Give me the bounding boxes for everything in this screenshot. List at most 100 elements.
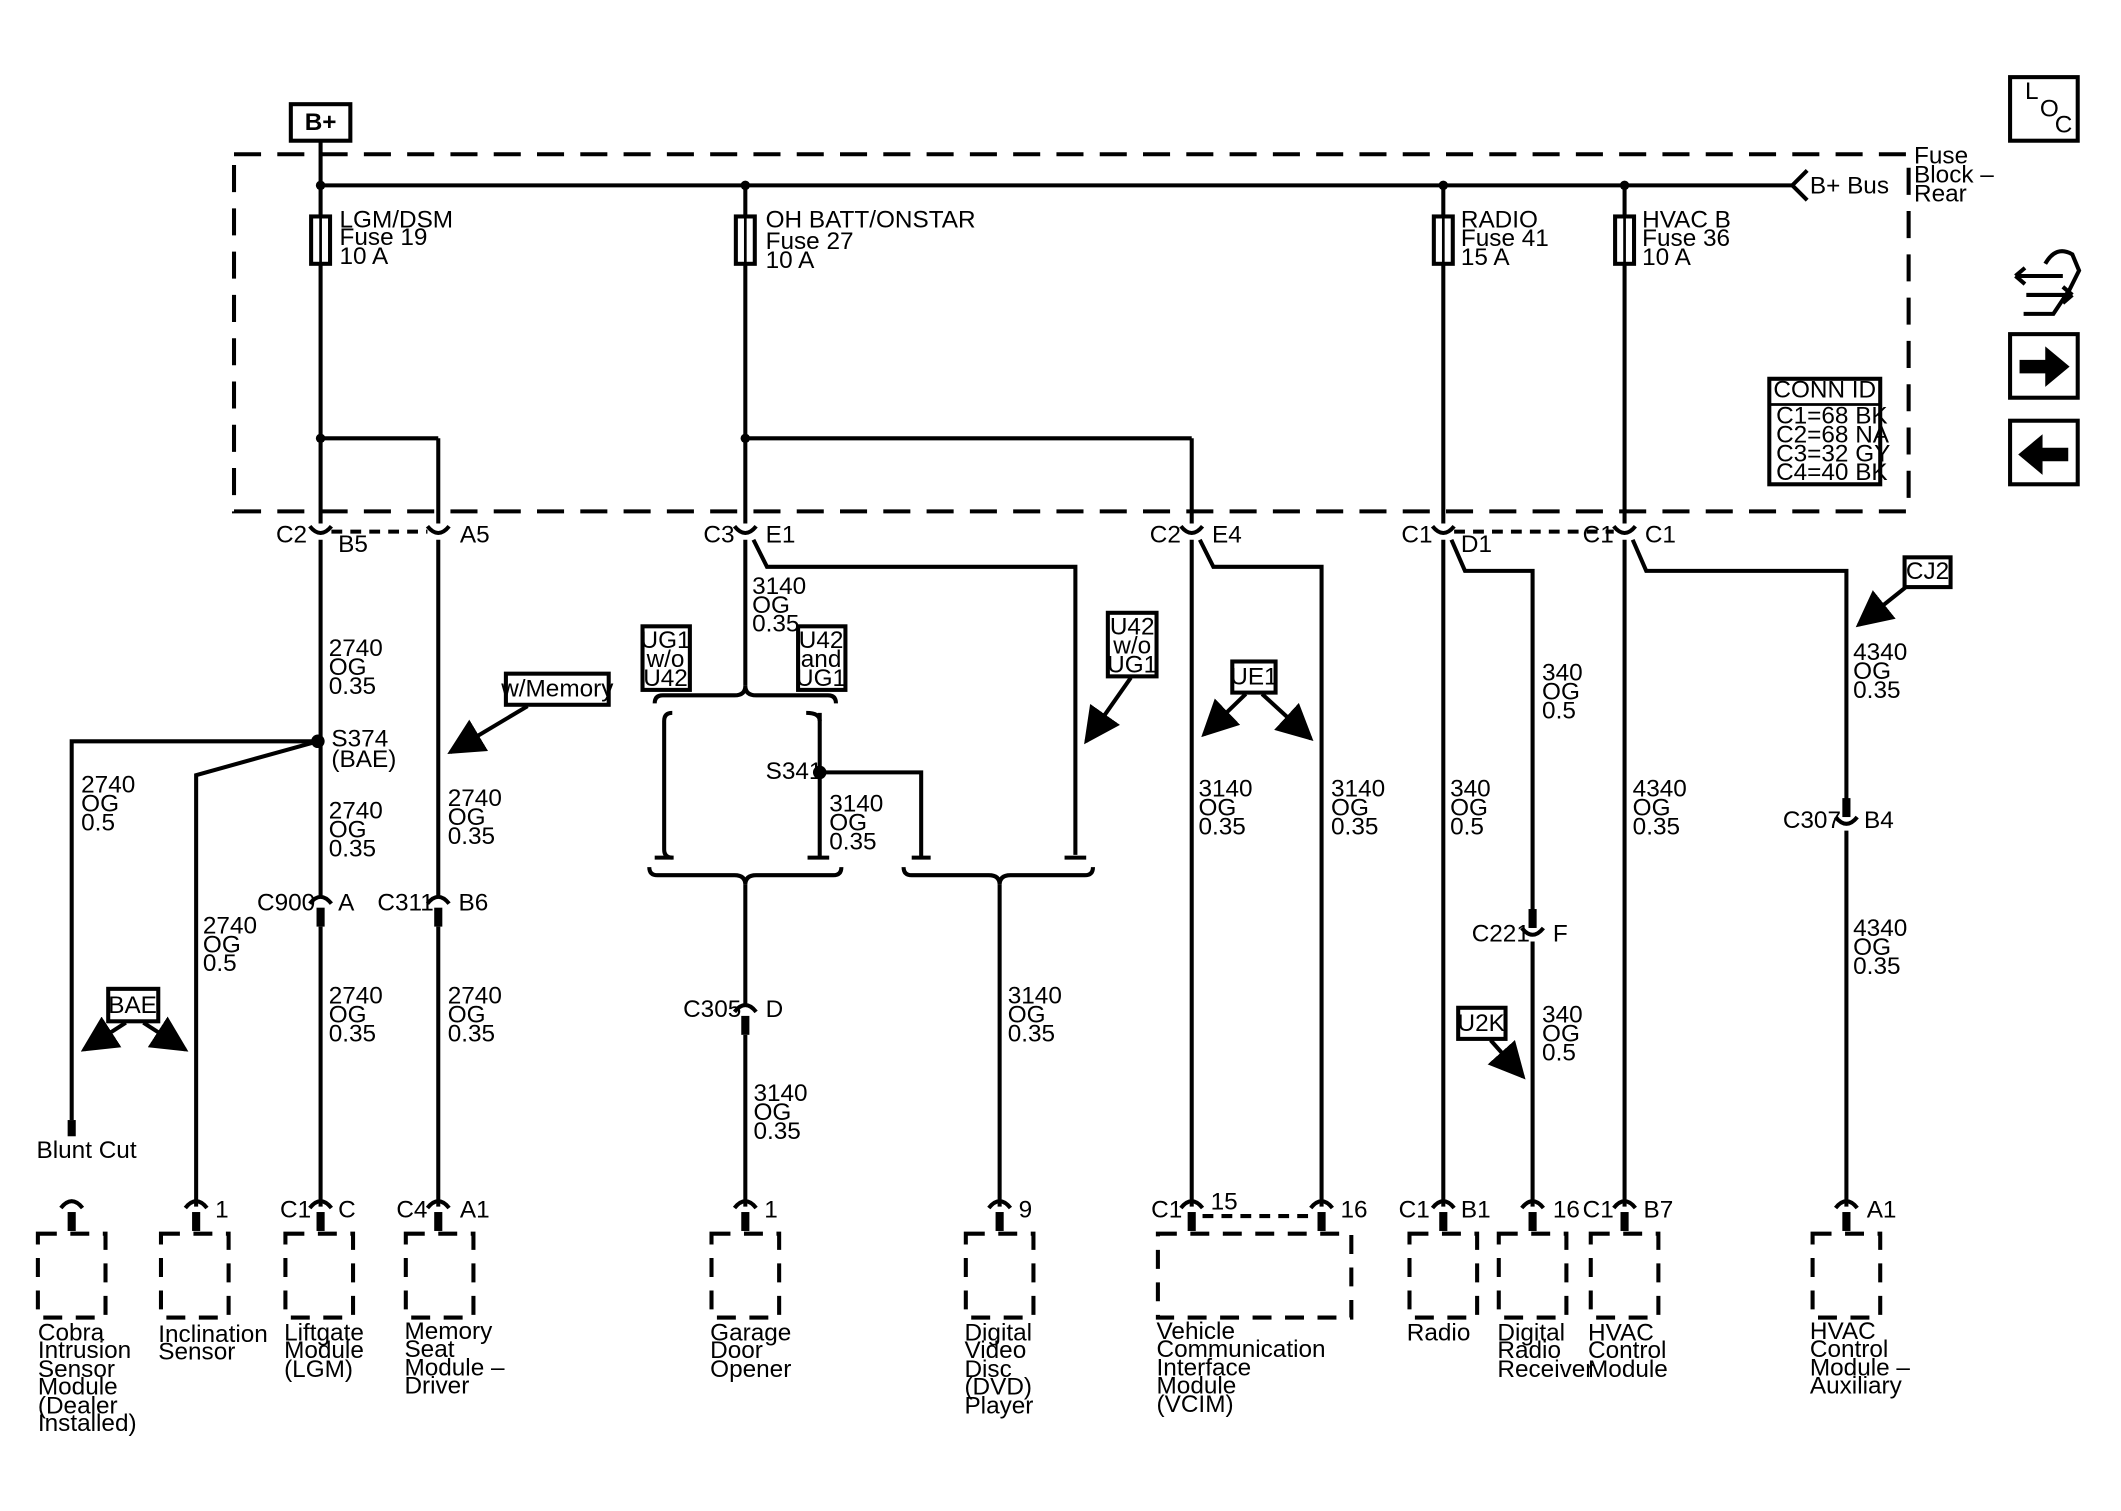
svg-text:C: C <box>338 1196 356 1223</box>
svg-text:16: 16 <box>1553 1196 1580 1223</box>
fuse-block-outline <box>231 152 1911 514</box>
svg-text:Module: Module <box>1157 1372 1237 1399</box>
svg-text:(LGM): (LGM) <box>284 1356 353 1383</box>
svg-text:BAE: BAE <box>108 992 157 1019</box>
svg-text:2740: 2740 <box>329 797 383 824</box>
hvac-control-module: C1 B7 HVAC Control Module <box>1583 1196 1674 1383</box>
svg-text:U42: U42 <box>643 665 688 692</box>
svg-text:OG: OG <box>829 810 867 837</box>
svg-text:0.35: 0.35 <box>1331 814 1378 841</box>
svg-text:3140: 3140 <box>753 1080 807 1107</box>
svg-text:S341: S341 <box>766 758 823 785</box>
svg-text:0.35: 0.35 <box>753 1118 800 1145</box>
svg-text:Radio: Radio <box>1497 1337 1561 1364</box>
svg-text:C221: C221 <box>1472 920 1530 947</box>
radio-module: C1 B1 Radio <box>1399 1196 1491 1346</box>
svg-text:3140: 3140 <box>1008 983 1062 1010</box>
option-u2k: U2K <box>1456 1005 1526 1080</box>
svg-text:0.5: 0.5 <box>81 810 115 837</box>
svg-text:OG: OG <box>1853 658 1891 685</box>
svg-text:B5: B5 <box>338 531 368 558</box>
svg-text:C2: C2 <box>276 521 307 548</box>
option-cj2: CJ2 <box>1855 555 1953 628</box>
svg-text:Liftgate: Liftgate <box>284 1320 364 1347</box>
svg-text:U42: U42 <box>1110 613 1155 640</box>
svg-text:OG: OG <box>1633 795 1671 822</box>
svg-text:OG: OG <box>1008 1002 1046 1029</box>
svg-text:UG1: UG1 <box>1107 651 1157 678</box>
conn-id-table: CONN ID C1=68 BK C2=68 NA C3=32 GY C4=40… <box>1767 377 1890 487</box>
svg-text:OG: OG <box>329 1002 367 1029</box>
svg-text:(BAE): (BAE) <box>331 746 396 773</box>
svg-text:340: 340 <box>1542 659 1583 686</box>
svg-text:Installed): Installed) <box>38 1410 137 1437</box>
svg-text:Digital: Digital <box>964 1320 1032 1347</box>
svg-text:U42: U42 <box>799 627 844 654</box>
vcim-module: C1 15 16 Vehicle Communication Interface… <box>1151 1188 1367 1418</box>
fuse-oh-batt-onstar: OH BATT/ONSTAR Fuse 27 10 A <box>733 185 976 274</box>
svg-text:0.5: 0.5 <box>1450 814 1484 841</box>
wrench-icon[interactable] <box>2014 249 2082 316</box>
svg-text:A: A <box>338 889 355 916</box>
branch-hvac: C1 C1 4340 OG 0.35 4340 OG 0.35 C307 B4 … <box>1583 263 1907 1207</box>
svg-text:Video: Video <box>964 1337 1026 1364</box>
svg-text:B4: B4 <box>1864 807 1894 834</box>
svg-text:OG: OG <box>329 816 367 843</box>
svg-text:3140: 3140 <box>829 791 883 818</box>
svg-text:16: 16 <box>1341 1196 1368 1223</box>
svg-text:Module: Module <box>284 1337 364 1364</box>
back-arrow-button[interactable] <box>2008 418 2080 487</box>
svg-text:and: and <box>801 646 842 673</box>
svg-text:B+: B+ <box>305 109 337 136</box>
svg-text:D: D <box>766 996 784 1023</box>
option-ue1: UE1 <box>1201 659 1314 742</box>
svg-text:OG: OG <box>1331 795 1369 822</box>
branch-radio: C1 D1 340 OG 0.5 340 OG 0.5 C221 F 340 O… <box>1401 263 1637 1207</box>
svg-text:C4=40 BK: C4=40 BK <box>1776 459 1888 486</box>
svg-text:OG: OG <box>1542 678 1580 705</box>
svg-text:C1: C1 <box>1401 521 1432 548</box>
branch-lgm-dsm: C2 B5 A5 2740 OG 0.35 S374 (BAE) Blunt C… <box>37 263 502 1207</box>
svg-text:B6: B6 <box>459 889 489 916</box>
svg-text:OG: OG <box>1450 795 1488 822</box>
svg-text:Player: Player <box>964 1393 1033 1420</box>
svg-text:0.35: 0.35 <box>1008 1021 1055 1048</box>
svg-text:C1: C1 <box>1583 521 1614 548</box>
svg-text:Cobra: Cobra <box>38 1320 105 1347</box>
svg-text:3140: 3140 <box>1198 776 1252 803</box>
svg-text:HVAC B: HVAC B <box>1642 206 1731 233</box>
hvac-control-module-auxiliary: A1 HVAC Control Module – Auxiliary <box>1810 1196 1911 1399</box>
svg-text:0.35: 0.35 <box>1633 814 1680 841</box>
svg-text:Control: Control <box>1588 1337 1666 1364</box>
svg-text:4340: 4340 <box>1853 915 1907 942</box>
svg-text:C311: C311 <box>377 889 433 916</box>
svg-text:OG: OG <box>203 931 241 958</box>
svg-text:0.35: 0.35 <box>329 673 376 700</box>
dvd-player: 9 Digital Video Disc (DVD) Player <box>963 1196 1036 1420</box>
svg-text:1: 1 <box>764 1196 778 1223</box>
svg-text:C3: C3 <box>703 521 734 548</box>
svg-text:2740: 2740 <box>329 983 383 1010</box>
svg-text:Opener: Opener <box>710 1356 791 1383</box>
loc-button[interactable]: L O C <box>2008 75 2080 143</box>
svg-text:(VCIM): (VCIM) <box>1157 1391 1234 1418</box>
svg-text:Sensor: Sensor <box>158 1338 235 1365</box>
svg-text:0.35: 0.35 <box>329 835 376 862</box>
svg-text:Module –: Module – <box>404 1355 505 1382</box>
cobra-intrusion-sensor-module: Cobra Intrusion Sensor Module (Dealer In… <box>35 1199 137 1437</box>
svg-text:C3=32 GY: C3=32 GY <box>1776 440 1890 467</box>
svg-text:OG: OG <box>1542 1021 1580 1048</box>
svg-text:C307: C307 <box>1783 807 1841 834</box>
svg-text:Sensor: Sensor <box>38 1356 115 1383</box>
svg-text:0.35: 0.35 <box>448 1021 495 1048</box>
svg-text:C305: C305 <box>683 996 741 1023</box>
svg-text:0.5: 0.5 <box>203 950 237 977</box>
svg-text:UG1: UG1 <box>641 627 691 654</box>
svg-text:340: 340 <box>1450 776 1491 803</box>
forward-arrow-button[interactable] <box>2008 332 2080 400</box>
svg-text:w/o: w/o <box>1112 632 1151 659</box>
svg-text:C1=68 BK: C1=68 BK <box>1776 402 1888 429</box>
svg-text:OG: OG <box>1853 934 1891 961</box>
svg-text:4340: 4340 <box>1633 776 1687 803</box>
option-bae: BAE <box>80 986 189 1052</box>
